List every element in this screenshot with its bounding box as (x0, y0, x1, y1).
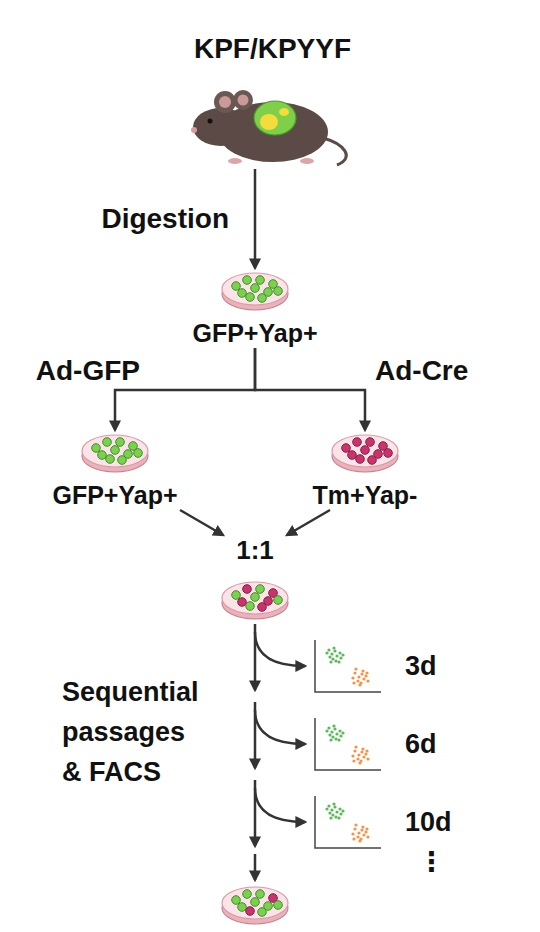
gfp-cell (232, 591, 241, 600)
step-label: Sequential passages & FACS (62, 672, 204, 792)
gfp-cell (256, 890, 265, 899)
mouse-ear (214, 91, 236, 113)
petri-dish (220, 268, 290, 312)
gfp-cell (243, 890, 252, 899)
tomato-cell (342, 444, 351, 453)
tomato-cell (356, 455, 365, 464)
gfp-cell (256, 585, 265, 594)
mouse-foot (300, 158, 314, 164)
tumor-patch (279, 108, 289, 116)
mouse-illustration (185, 74, 360, 169)
petri-dish (220, 577, 290, 621)
time-label: 6d (405, 728, 437, 760)
facs-plot (315, 640, 381, 692)
gfp-cell (274, 287, 283, 296)
gfp-cell (232, 896, 241, 905)
gfp-cell (243, 276, 252, 285)
gfp-cell (116, 438, 125, 447)
mouse-nose (191, 127, 197, 133)
tomato-cell (366, 438, 375, 447)
time-label: 10d (405, 806, 452, 838)
mouse-foot (228, 158, 242, 164)
gfp-cell (118, 456, 127, 465)
gfp-cell (103, 438, 112, 447)
gfp-cell (98, 451, 107, 460)
sampling-arrow (255, 788, 305, 822)
petri-dish (80, 430, 150, 474)
tomato-cell (368, 456, 377, 465)
gfp-cell (258, 294, 267, 303)
gfp-cell (274, 596, 283, 605)
facs-plot (315, 796, 381, 848)
mouse-node: KPF/KPYYF (185, 32, 360, 169)
gfp-cell (106, 455, 115, 464)
edge-label: Ad-Cre (375, 355, 468, 387)
mouse-tail (323, 138, 346, 165)
mouse-ear (233, 90, 253, 110)
lung-tumor (254, 101, 296, 135)
node-label: GFP+Yap+ (48, 480, 182, 510)
edge-label: Ad-GFP (36, 355, 140, 387)
flow-arrow (255, 348, 365, 430)
mouse-ear-inner (238, 95, 249, 106)
petri-dish (82, 435, 148, 472)
node-label: GFP+Yap+ (185, 318, 325, 348)
gfp-cell (251, 593, 260, 602)
node-label: Tm+Yap- (300, 480, 430, 510)
tomato-cell (238, 598, 247, 607)
node-label: KPF/KPYYF (185, 32, 360, 66)
gfp-cell (238, 903, 247, 912)
dish-node: 1:1 (220, 535, 290, 621)
gfp-cell (238, 289, 247, 298)
petri-dish (222, 273, 288, 310)
gfp-cell (258, 908, 267, 917)
dish-node: Tm+Yap- (300, 430, 430, 510)
flow-arrow (287, 510, 330, 535)
mouse-ear-inner (219, 96, 231, 108)
gfp-cell (92, 444, 101, 453)
sampling-arrow (255, 632, 305, 666)
petri-dish (222, 887, 288, 924)
petri-dish (222, 582, 288, 619)
time-label: 3d (405, 650, 437, 682)
ellipsis-label: ⋮ (418, 846, 445, 878)
facs-plot (315, 718, 381, 770)
gfp-cell (111, 446, 120, 455)
tomato-cell (353, 438, 362, 447)
passage-art (222, 624, 381, 924)
gfp-cell (134, 449, 143, 458)
gfp-cell (256, 276, 265, 285)
gfp-cell (246, 602, 255, 611)
gfp-cell (274, 901, 283, 910)
gfp-cell (251, 284, 260, 293)
petri-dish (330, 430, 400, 474)
tomato-cell (246, 907, 255, 916)
gfp-cell (251, 898, 260, 907)
tomato-cell (361, 446, 370, 455)
passage-arrow (254, 854, 257, 880)
gfp-cell (246, 293, 255, 302)
tomato-cell (243, 585, 252, 594)
tomato-cell (258, 603, 267, 612)
mouse-eye (208, 119, 213, 124)
sampling-arrow (255, 710, 305, 744)
final-dish (222, 887, 288, 924)
node-label: 1:1 (220, 535, 290, 565)
flow-arrow (180, 510, 223, 535)
mouse-head (193, 108, 249, 146)
dish-node: GFP+Yap+ (185, 268, 325, 348)
tumor-patch (260, 114, 278, 130)
gfp-cell (232, 282, 241, 291)
dish-node: GFP+Yap+ (48, 430, 182, 510)
edge-label: Digestion (101, 203, 229, 235)
tomato-cell (348, 451, 357, 460)
flow-arrow (254, 169, 257, 268)
tomato-cell (384, 449, 393, 458)
petri-dish (332, 435, 398, 472)
